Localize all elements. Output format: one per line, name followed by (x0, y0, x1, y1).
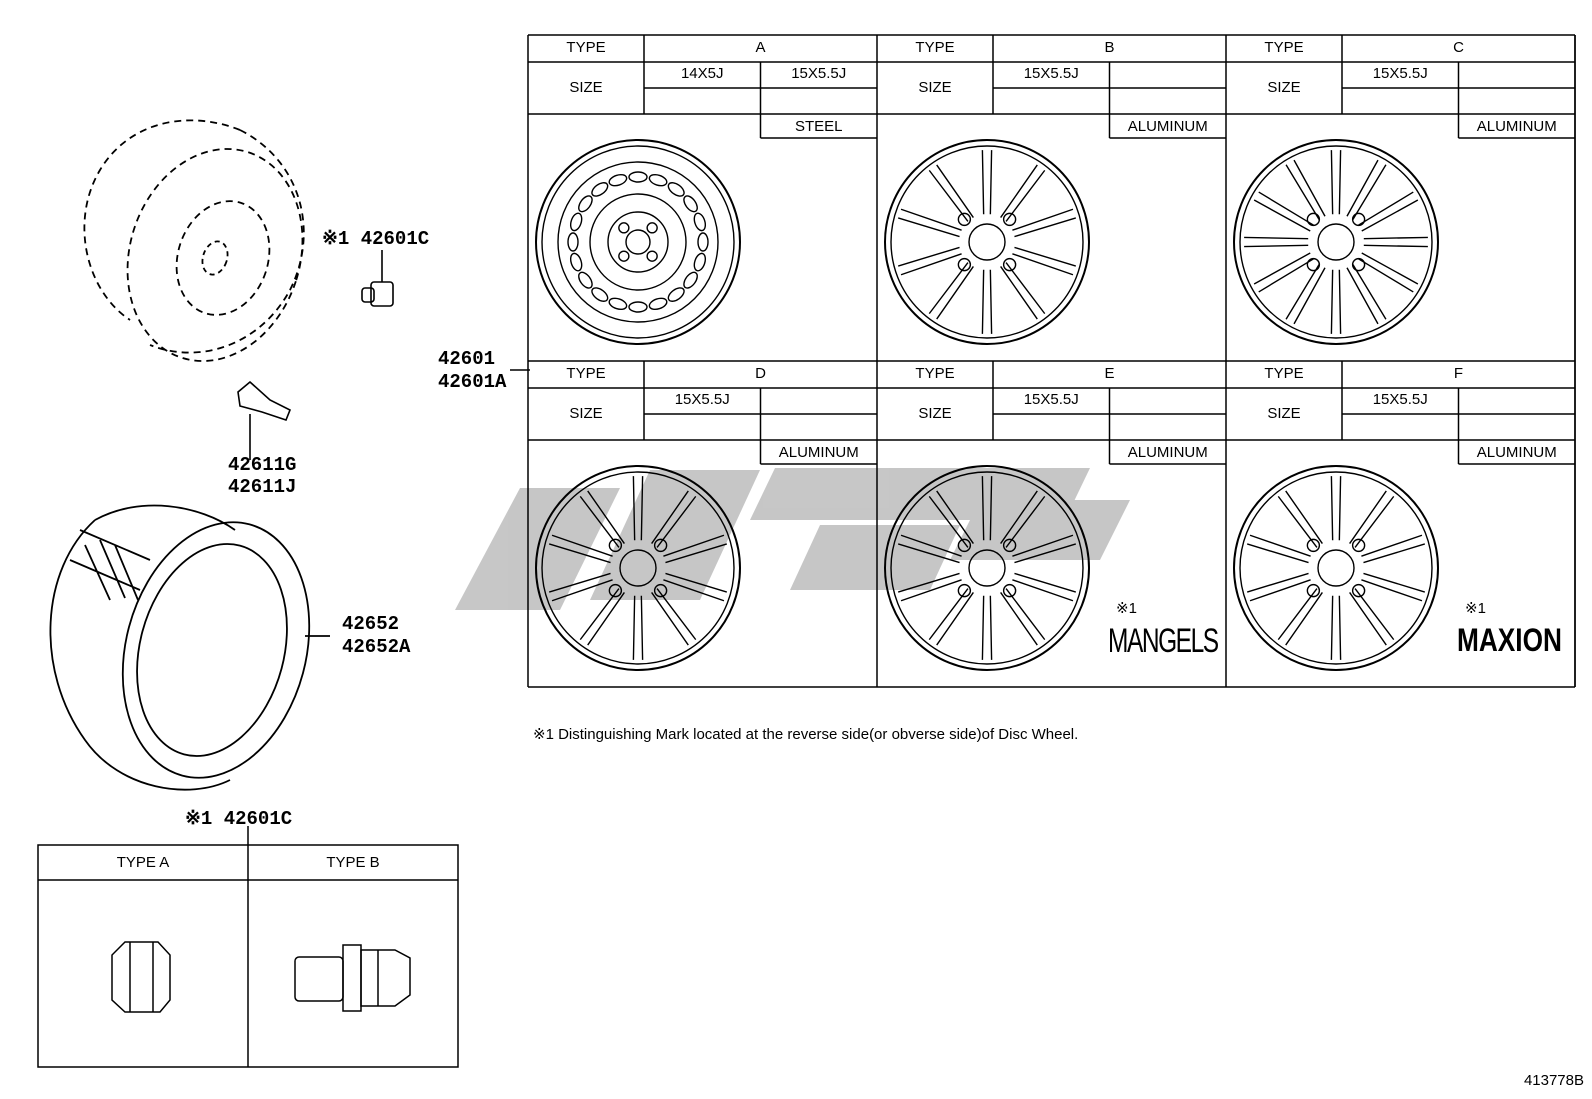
distinguishing-mark-e: ※1 (1116, 600, 1137, 617)
wheel-type-c: C (1453, 39, 1464, 56)
wheel-assembly-illustration (83, 119, 305, 362)
wheel-material-a: STEEL (794, 118, 843, 135)
nut-type-b-label: TYPE B (326, 854, 380, 871)
wheel-material-e: ALUMINUM (1127, 444, 1208, 461)
size-header-label-a: SIZE (569, 79, 603, 96)
part-label-tire-2: 42652A (342, 636, 411, 658)
part-label-tire-1: 42652 (342, 613, 400, 635)
size-header-label-e: SIZE (918, 405, 952, 422)
figure-id: 413778B (1523, 1072, 1584, 1089)
size-header-label-f: SIZE (1267, 405, 1301, 422)
type-header-label-c: TYPE (1264, 39, 1304, 56)
type-header-label-a: TYPE (566, 39, 606, 56)
wheel-drawing-b (884, 139, 1090, 345)
wheel-brand-mark-f: MAXION (1457, 622, 1562, 658)
type-header-label-e: TYPE (915, 365, 955, 382)
size-header-label-d: SIZE (569, 405, 603, 422)
lug-nut-small-illustration (361, 250, 394, 307)
wheel-brand-mark-e: MANGELS (1108, 622, 1219, 660)
type-header-label-b: TYPE (915, 39, 955, 56)
wheel-size-a-2: 15X5.5J (791, 65, 847, 82)
wheel-type-e: E (1104, 365, 1115, 382)
wheel-type-f: F (1453, 365, 1464, 382)
wheel-size-e-1: 15X5.5J (1023, 391, 1079, 408)
wheel-size-b-1: 15X5.5J (1023, 65, 1079, 82)
part-label-lug-nut-box: ※1 42601C (185, 808, 293, 830)
wheel-type-d: D (755, 365, 766, 382)
part-label-valve-2: 42611J (228, 476, 297, 498)
wheel-drawing-d (535, 465, 741, 671)
part-label-lug-nut-top: ※1 42601C (322, 228, 430, 250)
nut-type-a-label: TYPE A (116, 854, 170, 871)
wheel-drawing-a (535, 139, 741, 345)
valve-stem-illustration (237, 380, 292, 460)
wheel-material-d: ALUMINUM (778, 444, 859, 461)
part-label-wheel-1: 42601 (438, 348, 496, 370)
part-label-wheel-2: 42601A (438, 371, 507, 393)
wheel-size-f-1: 15X5.5J (1372, 391, 1428, 408)
footnote: ※1 Distinguishing Mark located at the re… (533, 726, 1079, 743)
wheel-material-b: ALUMINUM (1127, 118, 1208, 135)
wheel-size-d-1: 15X5.5J (674, 391, 730, 408)
tire-illustration (49, 504, 330, 791)
wheel-drawing-f (1233, 465, 1439, 671)
distinguishing-mark-f: ※1 (1465, 600, 1486, 617)
wheel-drawings (535, 139, 1439, 671)
type-header-label-d: TYPE (566, 365, 606, 382)
part-label-valve-1: 42611G (228, 454, 297, 476)
wheel-material-c: ALUMINUM (1476, 118, 1557, 135)
wheel-type-a: A (755, 39, 766, 56)
wheel-drawing-e (884, 465, 1090, 671)
wheel-size-c-1: 15X5.5J (1372, 65, 1428, 82)
wheel-material-f: ALUMINUM (1476, 444, 1557, 461)
wheel-type-table-grid (527, 34, 1576, 688)
wheel-type-table: TYPE A SIZE 14X5J 15X5.5J STEEL TYPE B SIZE 15X5.… (528, 35, 1576, 700)
size-header-label-b: SIZE (918, 79, 952, 96)
lug-nut-type-table (37, 826, 459, 1068)
wheel-type-b: B (1104, 39, 1115, 56)
type-header-label-f: TYPE (1264, 365, 1304, 382)
wheel-drawing-c (1233, 139, 1439, 345)
size-header-label-c: SIZE (1267, 79, 1301, 96)
wheel-size-a-1: 14X5J (680, 65, 724, 82)
